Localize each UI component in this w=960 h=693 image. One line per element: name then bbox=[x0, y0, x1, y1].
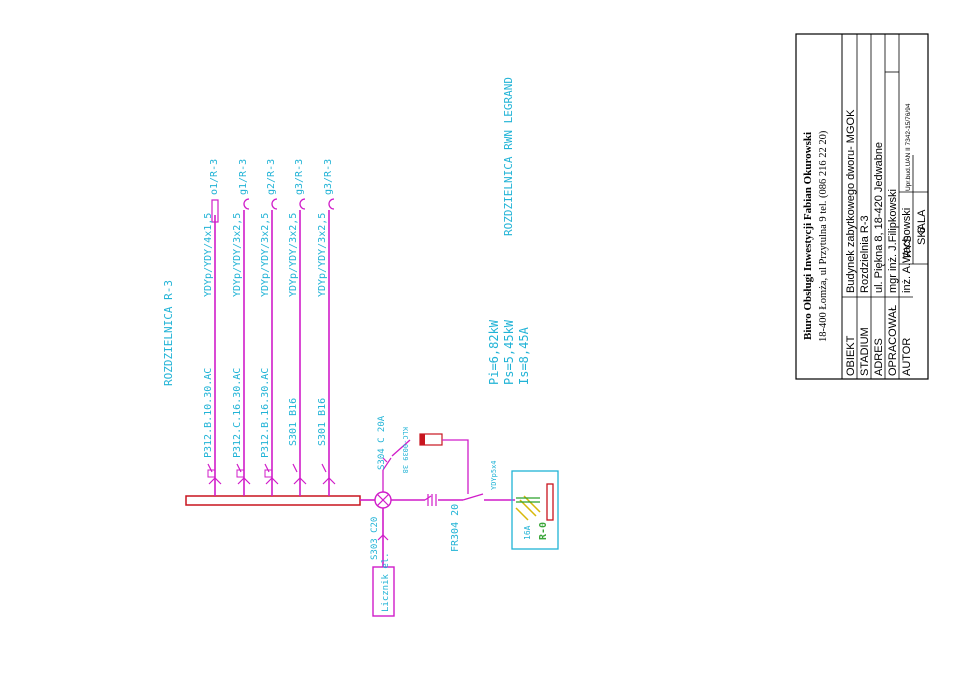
main-switch-label: FR304 20 bbox=[450, 504, 461, 552]
breaker-label: S301 B16 bbox=[288, 398, 299, 446]
surge-label: S304 C 20A bbox=[377, 415, 387, 470]
cable-label: YDYp/YDY/3x2,5 bbox=[232, 213, 243, 297]
cable-label: YDYp/YDY/3x2,5 bbox=[317, 213, 328, 297]
breaker-label: S301 B16 bbox=[317, 398, 328, 446]
surge-device-label: KLC-0039 38 bbox=[401, 427, 409, 473]
rys-label: RYS bbox=[902, 236, 914, 258]
source-name: R-0 bbox=[538, 522, 549, 540]
feed-cable-label: YDYp5x4 bbox=[490, 460, 498, 490]
meter-label: Licznik el. bbox=[381, 552, 391, 612]
power-demand: Ps=5,45kW bbox=[502, 319, 516, 385]
outlet-symbol bbox=[211, 199, 219, 223]
source-box: 16A R-0 bbox=[511, 470, 559, 550]
row-label-autor: AUTOR bbox=[901, 338, 913, 376]
source-rating: 16A bbox=[523, 525, 532, 540]
busbar bbox=[185, 495, 361, 506]
outlet-label: g3/R-3 bbox=[294, 159, 305, 195]
breaker-label: P312.C.16.30.AC bbox=[232, 368, 243, 458]
row-value-autor: inż. A.Wachowski bbox=[901, 208, 913, 293]
current-demand: Is=8,45A bbox=[517, 326, 531, 385]
cable-label: YDYp/YDY/4x1,5 bbox=[203, 213, 214, 297]
row-label-obiekt: OBIEKT bbox=[845, 335, 857, 376]
row-value-adres: ul. Piękna 8, 18-420 Jedwabne bbox=[873, 142, 885, 293]
row-value-stadium: Rozdzielnia R-3 bbox=[859, 215, 871, 293]
breaker-label: P312.B.16.30.AC bbox=[260, 368, 271, 458]
row-value-opracowal: mgr inż. J.Filipkowski bbox=[887, 189, 899, 293]
skala-label: SKALA bbox=[916, 209, 928, 245]
outlet-label: g3/R-3 bbox=[323, 159, 334, 195]
circuit-5: S301 B16 YDYp/YDY/3x2,5 g3/R-3 bbox=[317, 159, 336, 496]
circuit-1: P312.B.10.30.AC YDYp/YDY/4x1,5 o1/R-3 bbox=[203, 159, 222, 496]
board-title: ROZDZIELNICA R-3 bbox=[162, 280, 175, 386]
socket-symbol bbox=[299, 198, 306, 210]
cable-label: YDYp/YDY/3x2,5 bbox=[260, 213, 271, 297]
circuit-3: P312.B.16.30.AC YDYp/YDY/3x2,5 g2/R-3 bbox=[260, 159, 279, 496]
row-label-opracowal: OPRACOWAŁ bbox=[887, 305, 899, 376]
company-name: Biuro Obsługi Inwestycji Fabian Okurowsk… bbox=[802, 132, 814, 340]
socket-symbol bbox=[328, 198, 335, 210]
power-installed: Pi=6,82kW bbox=[487, 319, 501, 385]
meter-branch: S303 C20 Licznik el. bbox=[370, 508, 395, 617]
author-license: Upr.bud.UAN II 7342-15/76/94 bbox=[905, 103, 912, 191]
source-title: ROZDZIELNICA RWN LEGRAND bbox=[502, 77, 515, 236]
row-label-adres: ADRES bbox=[873, 338, 885, 376]
title-block: Biuro Obsługi Inwestycji Fabian Okurowsk… bbox=[795, 33, 929, 380]
circuit-4: S301 B16 YDYp/YDY/3x2,5 g3/R-3 bbox=[288, 159, 307, 496]
socket-symbol bbox=[243, 198, 250, 210]
breaker-label: P312.B.10.30.AC bbox=[203, 368, 214, 458]
rys-value: 6 bbox=[916, 227, 928, 233]
outlet-label: g1/R-3 bbox=[238, 159, 249, 195]
cable-label: YDYp/YDY/3x2,5 bbox=[288, 213, 299, 297]
meter-box bbox=[372, 566, 395, 617]
meter-breaker-label: S303 C20 bbox=[370, 517, 380, 560]
company-address: 18-400 Łomża, ul Przytulna 9 tel. (086 2… bbox=[818, 130, 829, 342]
socket-symbol bbox=[271, 198, 278, 210]
row-label-stadium: STADIUM bbox=[859, 327, 871, 376]
row-value-obiekt: Budynek zabytkowego dworu- MGOK bbox=[845, 109, 857, 293]
circuit-2: P312.C.16.30.AC YDYp/YDY/3x2,5 g1/R-3 bbox=[232, 159, 251, 496]
outlet-label: o1/R-3 bbox=[209, 159, 220, 195]
outlet-label: g2/R-3 bbox=[266, 159, 277, 195]
